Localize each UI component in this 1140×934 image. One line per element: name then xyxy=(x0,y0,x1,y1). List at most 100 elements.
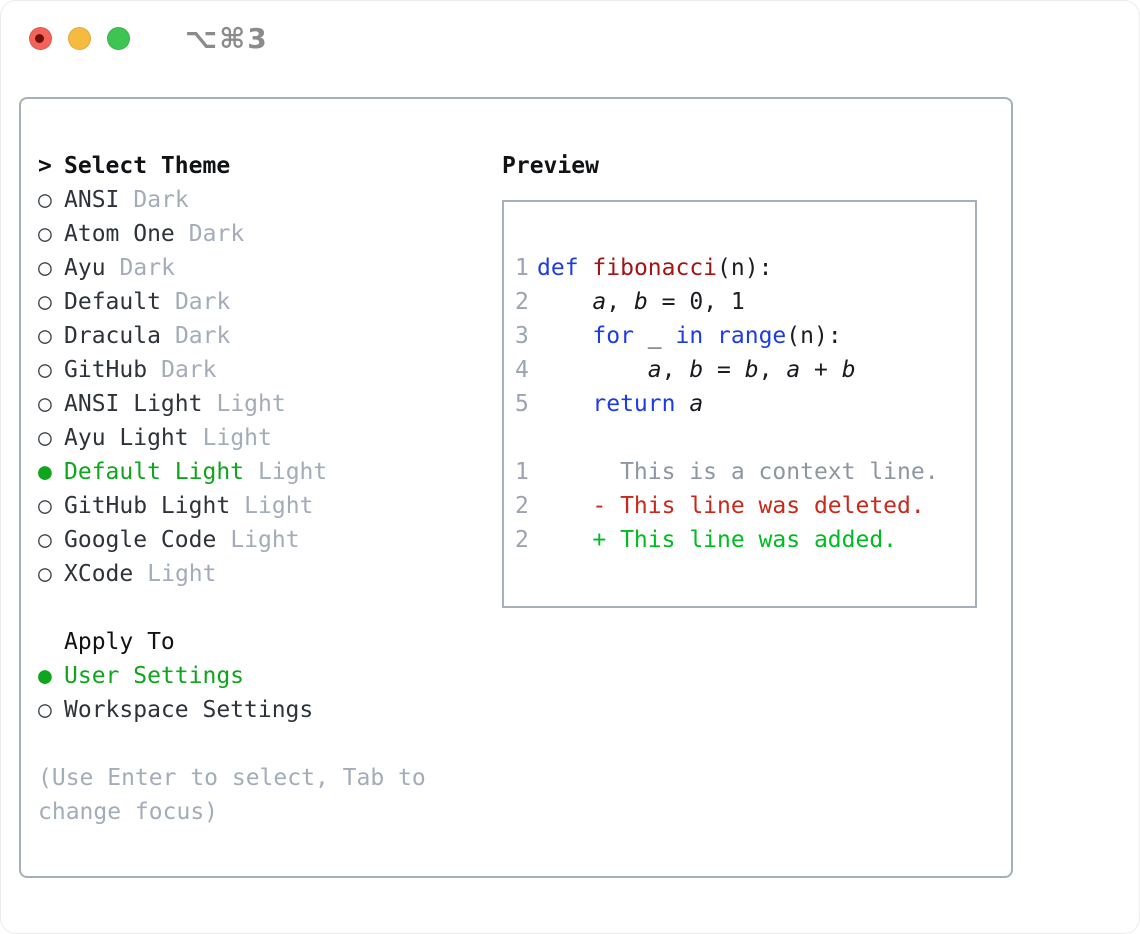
theme-name: ANSI Light xyxy=(64,391,203,417)
theme-variant: Dark xyxy=(161,357,217,383)
theme-name: Default Light xyxy=(64,459,245,485)
theme-variant: Light xyxy=(244,493,314,519)
theme-option-ansi-light[interactable]: ○ ANSI Light Light xyxy=(38,387,498,421)
theme-name: XCode xyxy=(64,561,134,587)
token: _ xyxy=(633,323,676,349)
code-text: return a xyxy=(537,387,703,421)
token: a xyxy=(647,357,662,383)
token: + This line was added. xyxy=(537,527,898,553)
theme-name: Google Code xyxy=(64,527,217,553)
apply-to-header: Apply To xyxy=(38,625,498,659)
line-number: 4 xyxy=(515,357,529,383)
apply-option-label: User Settings xyxy=(64,663,245,689)
theme-name: Ayu Light xyxy=(64,425,189,451)
token: = 0, 1 xyxy=(647,289,745,315)
theme-variant: Dark xyxy=(174,289,231,315)
theme-variant: Light xyxy=(216,391,286,417)
token: This is a context line. xyxy=(537,459,939,485)
radio-icon: ○ xyxy=(38,391,52,417)
radio-icon: ○ xyxy=(38,255,52,281)
token xyxy=(703,323,717,349)
apply-to-title: Apply To xyxy=(64,629,175,655)
radio-icon: ○ xyxy=(38,323,52,349)
token: (n): xyxy=(717,255,773,281)
token xyxy=(537,289,592,315)
line-number xyxy=(515,421,537,455)
apply-option-user-settings[interactable]: ● User Settings xyxy=(38,659,498,693)
code-text: - This line was deleted. xyxy=(537,489,925,523)
token: range xyxy=(717,323,787,349)
code-line: 2 a, b = 0, 1 xyxy=(515,285,975,319)
theme-option-ayu-light[interactable]: ○ Ayu Light Light xyxy=(38,421,498,455)
token: b xyxy=(744,357,759,383)
radio-selected-icon: ● xyxy=(38,663,52,689)
line-number: 5 xyxy=(515,391,529,417)
line-number: 2 xyxy=(515,527,529,553)
token: a xyxy=(592,289,607,315)
line-number: 3 xyxy=(515,323,529,349)
code-text: a, b = 0, 1 xyxy=(537,285,745,319)
apply-option-workspace-settings[interactable]: ○Workspace Settings xyxy=(38,693,498,727)
token: + xyxy=(800,357,842,383)
minimize-button[interactable] xyxy=(68,26,91,50)
theme-name: Default xyxy=(64,289,161,315)
radio-icon: ○ xyxy=(38,357,52,383)
close-button[interactable] xyxy=(29,26,52,50)
theme-variant: Light xyxy=(147,561,217,587)
apply-to-list: ● User Settings ○Workspace Settings xyxy=(38,659,498,727)
code-line: 1 This is a context line. xyxy=(515,455,975,489)
theme-name: ANSI xyxy=(64,187,120,213)
maximize-button[interactable] xyxy=(107,26,130,50)
select-theme-title: Select Theme xyxy=(64,153,231,179)
theme-name: Ayu xyxy=(64,255,106,281)
token: b xyxy=(689,357,704,383)
line-number: 1 xyxy=(515,255,529,281)
token: b xyxy=(841,357,856,383)
theme-variant: Light xyxy=(202,425,272,451)
line-number: 2 xyxy=(515,493,529,519)
token: , xyxy=(661,357,690,383)
code-line: 5 return a xyxy=(515,387,975,421)
titlebar: ⌥⌘3 xyxy=(0,0,1140,76)
theme-variant: Light xyxy=(258,459,328,485)
theme-variant: Dark xyxy=(174,323,231,349)
radio-icon: ○ xyxy=(38,527,52,553)
code-line: 2 - This line was deleted. xyxy=(515,489,975,523)
theme-option-default[interactable]: ○ Default Dark xyxy=(38,285,498,319)
token: - This line was deleted. xyxy=(537,493,925,519)
window-title: ⌥⌘3 xyxy=(185,21,269,55)
token: a xyxy=(786,357,801,383)
select-theme-header: > Select Theme xyxy=(38,149,498,183)
token xyxy=(675,391,689,417)
radio-icon: ○ xyxy=(38,289,52,315)
radio-icon: ○ xyxy=(38,493,52,519)
focus-prompt-icon: > xyxy=(38,153,52,179)
token: a xyxy=(689,391,704,417)
code-text: This is a context line. xyxy=(537,455,939,489)
code-text: a, b = b, a + b xyxy=(537,353,856,387)
code-line: 4 a, b = b, a + b xyxy=(515,353,975,387)
theme-option-dracula[interactable]: ○ Dracula Dark xyxy=(38,319,498,353)
token: , xyxy=(758,357,787,383)
close-dot-icon xyxy=(35,33,44,43)
radio-icon: ○ xyxy=(38,425,52,451)
code-line xyxy=(515,421,975,455)
token xyxy=(537,323,592,349)
theme-name: Dracula xyxy=(64,323,161,349)
line-number: 1 xyxy=(515,459,529,485)
token: return xyxy=(592,391,676,417)
